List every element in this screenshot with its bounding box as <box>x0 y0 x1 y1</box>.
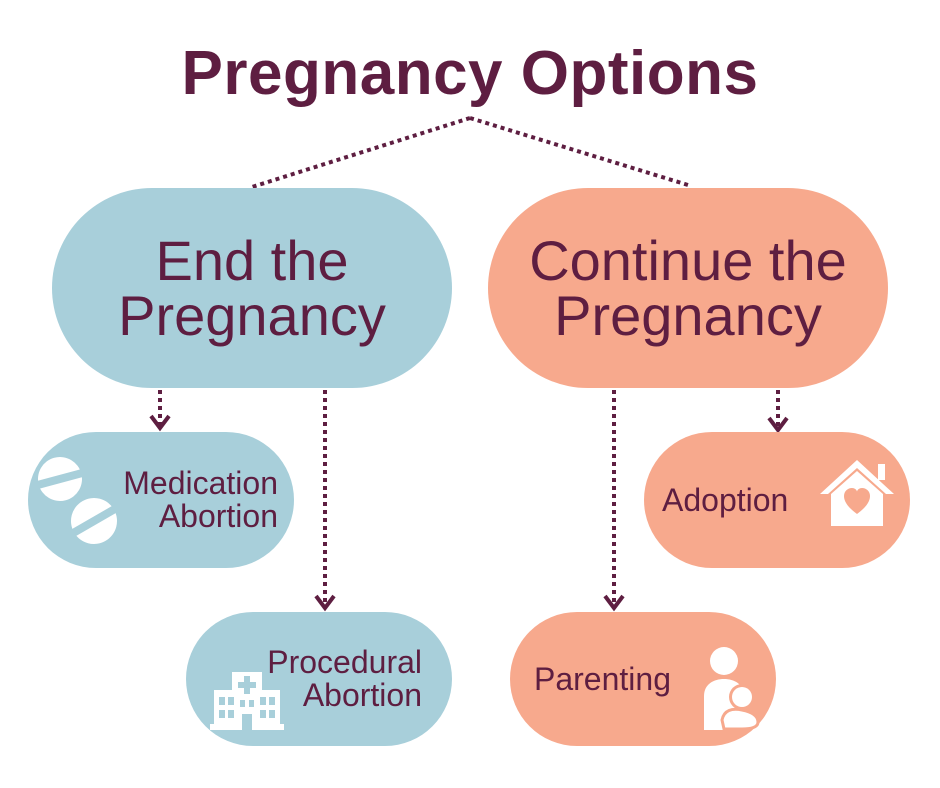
adoption-label: Adoption <box>662 481 789 518</box>
pills-icon <box>36 457 118 544</box>
medication-line1: Medication <box>123 465 278 501</box>
procedural-line1: Procedural <box>267 644 422 680</box>
connector-title-continue <box>469 116 689 187</box>
medication-line2: Abortion <box>158 498 278 534</box>
page-title: Pregnancy Options <box>181 39 759 108</box>
continue-line1: Continue the <box>529 229 847 292</box>
continue-pregnancy-node: Continue the Pregnancy <box>488 188 888 388</box>
end-line1: End the <box>155 229 349 292</box>
procedural-abortion-node: Procedural Abortion <box>186 612 452 746</box>
end-line2: Pregnancy <box>118 284 386 347</box>
procedural-line2: Abortion <box>302 677 422 713</box>
parenting-label: Parenting <box>534 660 671 697</box>
medication-abortion-node: Medication Abortion <box>28 432 294 568</box>
end-pregnancy-node: End the Pregnancy <box>52 188 452 388</box>
parent-child-icon <box>704 647 760 730</box>
hospital-icon <box>210 672 284 730</box>
continue-line2: Pregnancy <box>554 284 822 347</box>
house-heart-icon <box>820 460 894 526</box>
connector-title-end <box>251 116 471 189</box>
